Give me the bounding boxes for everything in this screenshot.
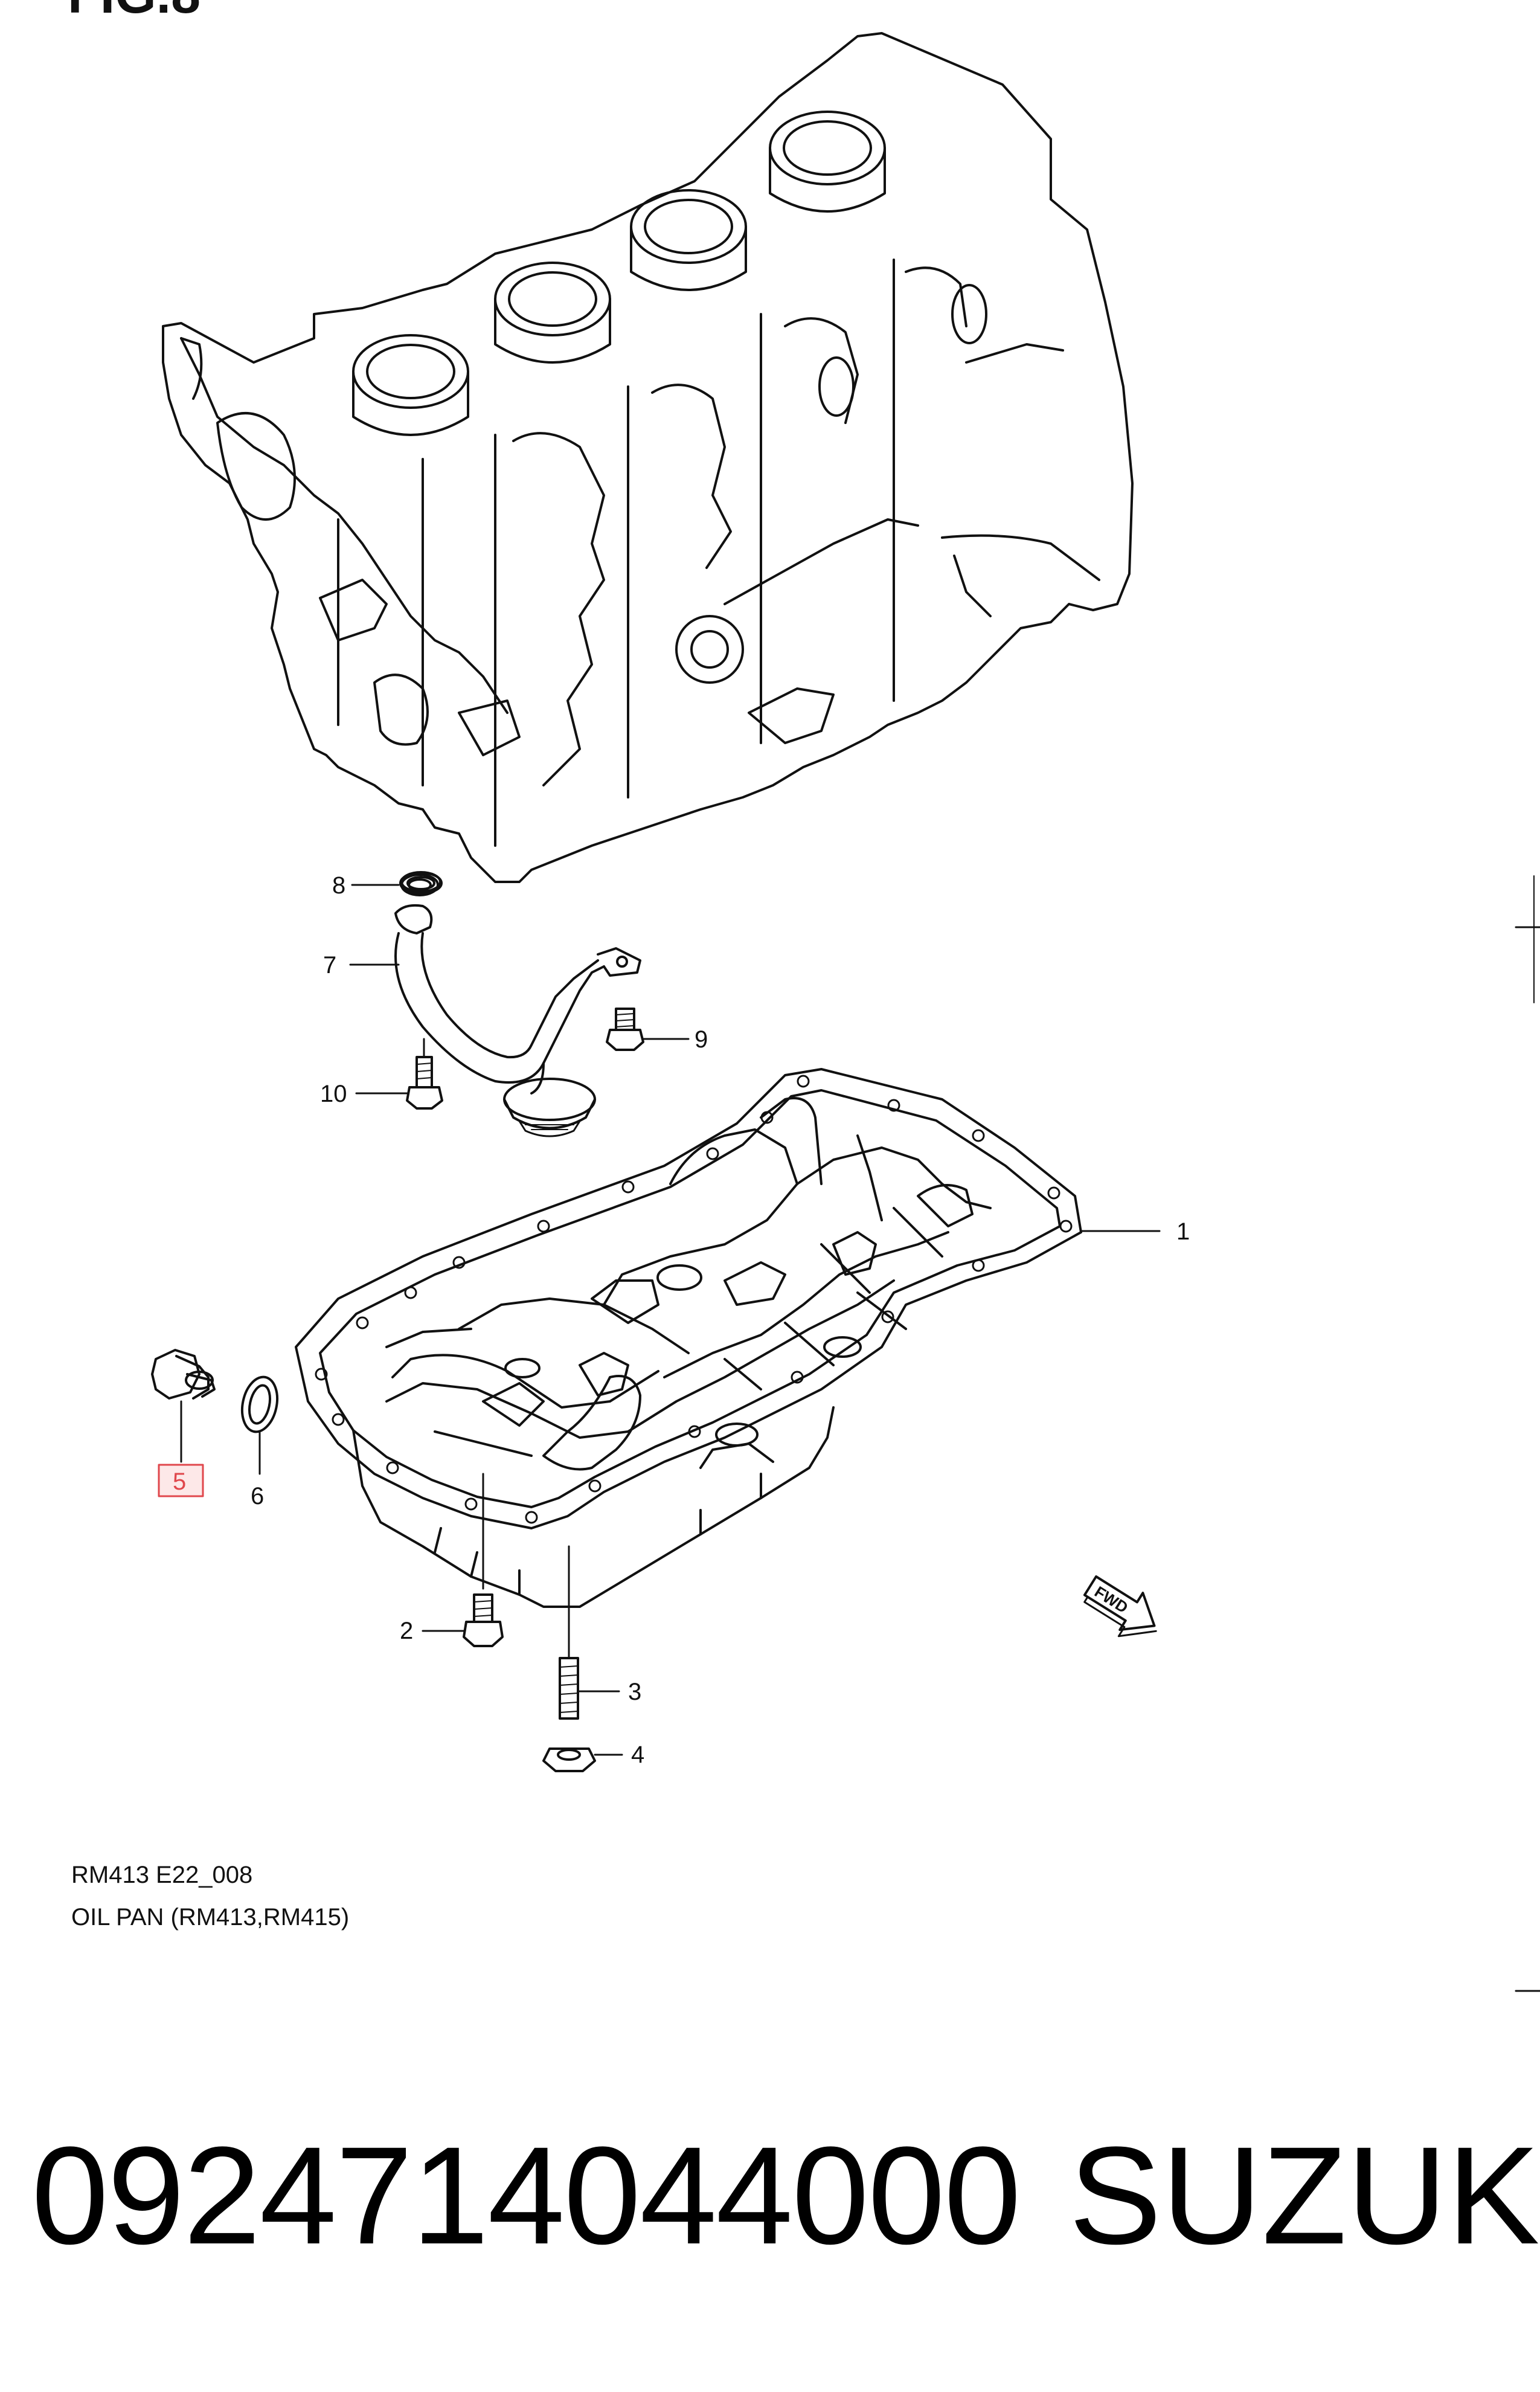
callout-2: 2 — [400, 1618, 413, 1644]
callout-7: 7 — [323, 952, 336, 979]
forward-direction-arrow: FWD — [1083, 1575, 1157, 1638]
cylinder-bores — [352, 111, 886, 436]
o-ring-top-part-8 — [420, 883, 422, 884]
callout-labels: 1 2 3 4 6 7 8 9 10 — [251, 872, 1190, 1768]
oring-8-visible — [399, 872, 443, 895]
callout-5[interactable]: 5 — [173, 1468, 186, 1495]
engine-block-illustration — [162, 32, 1134, 883]
callout-5-highlight-box — [158, 1464, 204, 1497]
bolt-part-9 — [606, 1008, 644, 1051]
callout-9: 9 — [695, 1026, 708, 1053]
oil-pan-illustration — [295, 1068, 1082, 1608]
brand-text: SUZUKI — [1069, 2118, 1540, 2273]
callout-3: 3 — [628, 1679, 641, 1705]
leader-lines — [180, 884, 1161, 1756]
callout-4: 4 — [631, 1741, 644, 1768]
diagram-title-caption: OIL PAN (RM413,RM415) — [71, 1904, 350, 1931]
nut-part-4 — [542, 1747, 596, 1772]
exploded-parts-diagram: 1 2 3 4 6 7 8 9 10 5 FWD — [151, 32, 1540, 1992]
callout-5-highlighted[interactable]: 5 — [158, 1464, 204, 1497]
figure-label: FIG.8 — [68, 0, 201, 25]
callout-1: 1 — [1176, 1218, 1190, 1245]
bolt-part-2 — [463, 1593, 504, 1647]
diagram-panel: FIG.8 — [68, 0, 1540, 1992]
drain-plug-part-5 — [151, 1349, 216, 1400]
callout-8: 8 — [332, 872, 345, 899]
callout-6: 6 — [251, 1483, 264, 1509]
bolt-part-10 — [406, 1056, 443, 1110]
diagram-code-caption: RM413 E22_008 — [71, 1862, 253, 1888]
gasket-part-6 — [240, 1375, 279, 1433]
oil-strainer-pipe — [394, 873, 641, 1137]
footer-band — [0, 1993, 1540, 2392]
callout-10: 10 — [320, 1081, 347, 1107]
stud-part-3 — [559, 1657, 579, 1720]
part-number-text: 0924714044000 — [31, 2118, 1021, 2273]
